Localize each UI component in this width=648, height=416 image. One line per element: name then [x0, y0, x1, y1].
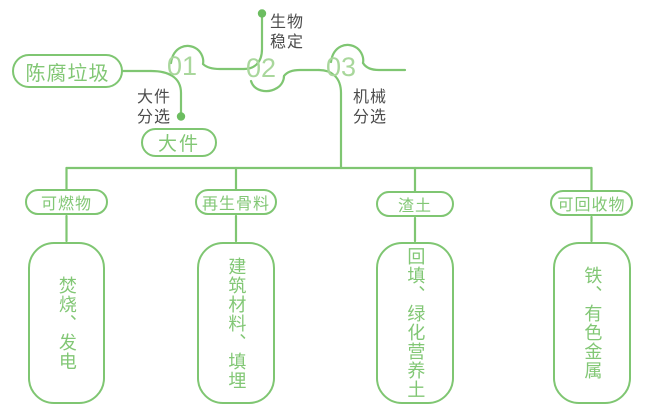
arc-over-step3: [329, 43, 365, 65]
line-tail: [361, 61, 407, 72]
result-text-incineration: 焚烧、发电: [56, 275, 77, 371]
label-mechanical-sorting: 机械 分选: [353, 89, 388, 126]
node-category-recycled-aggregate: 再生骨料: [195, 189, 277, 215]
line-step1-to-step2: [201, 62, 246, 71]
node-category-combustibles: 可燃物: [25, 189, 108, 215]
result-box-building-materials: 建筑材料、填埋: [197, 242, 275, 404]
result-text-building-materials: 建筑材料、填埋: [226, 256, 247, 390]
node-category-slag-soil: 渣土: [376, 191, 454, 217]
label-bulky-sorting: 大件 分选: [137, 89, 172, 126]
node-category-recyclables: 可回收物: [550, 190, 633, 216]
label-bio-stabilization: 生物 稳定: [270, 14, 305, 51]
result-box-backfill: 回填、绿化营养土: [376, 242, 454, 404]
step-number-1: 01: [167, 51, 198, 81]
arc-over-step1: [169, 44, 205, 66]
arc-under-step2: [249, 74, 286, 93]
branch-dot-bio: [257, 9, 267, 18]
result-box-incineration: 焚烧、发电: [28, 242, 105, 404]
branch-up-step2: [242, 16, 264, 71]
line-step2-to-step3: [282, 68, 321, 78]
result-box-metals: 铁、有色金属: [553, 242, 631, 404]
step-number-3: 03: [326, 52, 357, 82]
node-bulky-items: 大件: [141, 128, 217, 157]
node-source: 陈腐垃圾: [12, 54, 123, 88]
branch-down-step1: [149, 69, 183, 114]
result-text-backfill: 回填、绿化营养土: [405, 247, 426, 399]
step-number-2: 02: [246, 53, 277, 83]
branch-dot-bulky: [176, 112, 186, 121]
result-text-metals: 铁、有色金属: [582, 266, 603, 380]
branch-down-step3: [317, 68, 343, 170]
